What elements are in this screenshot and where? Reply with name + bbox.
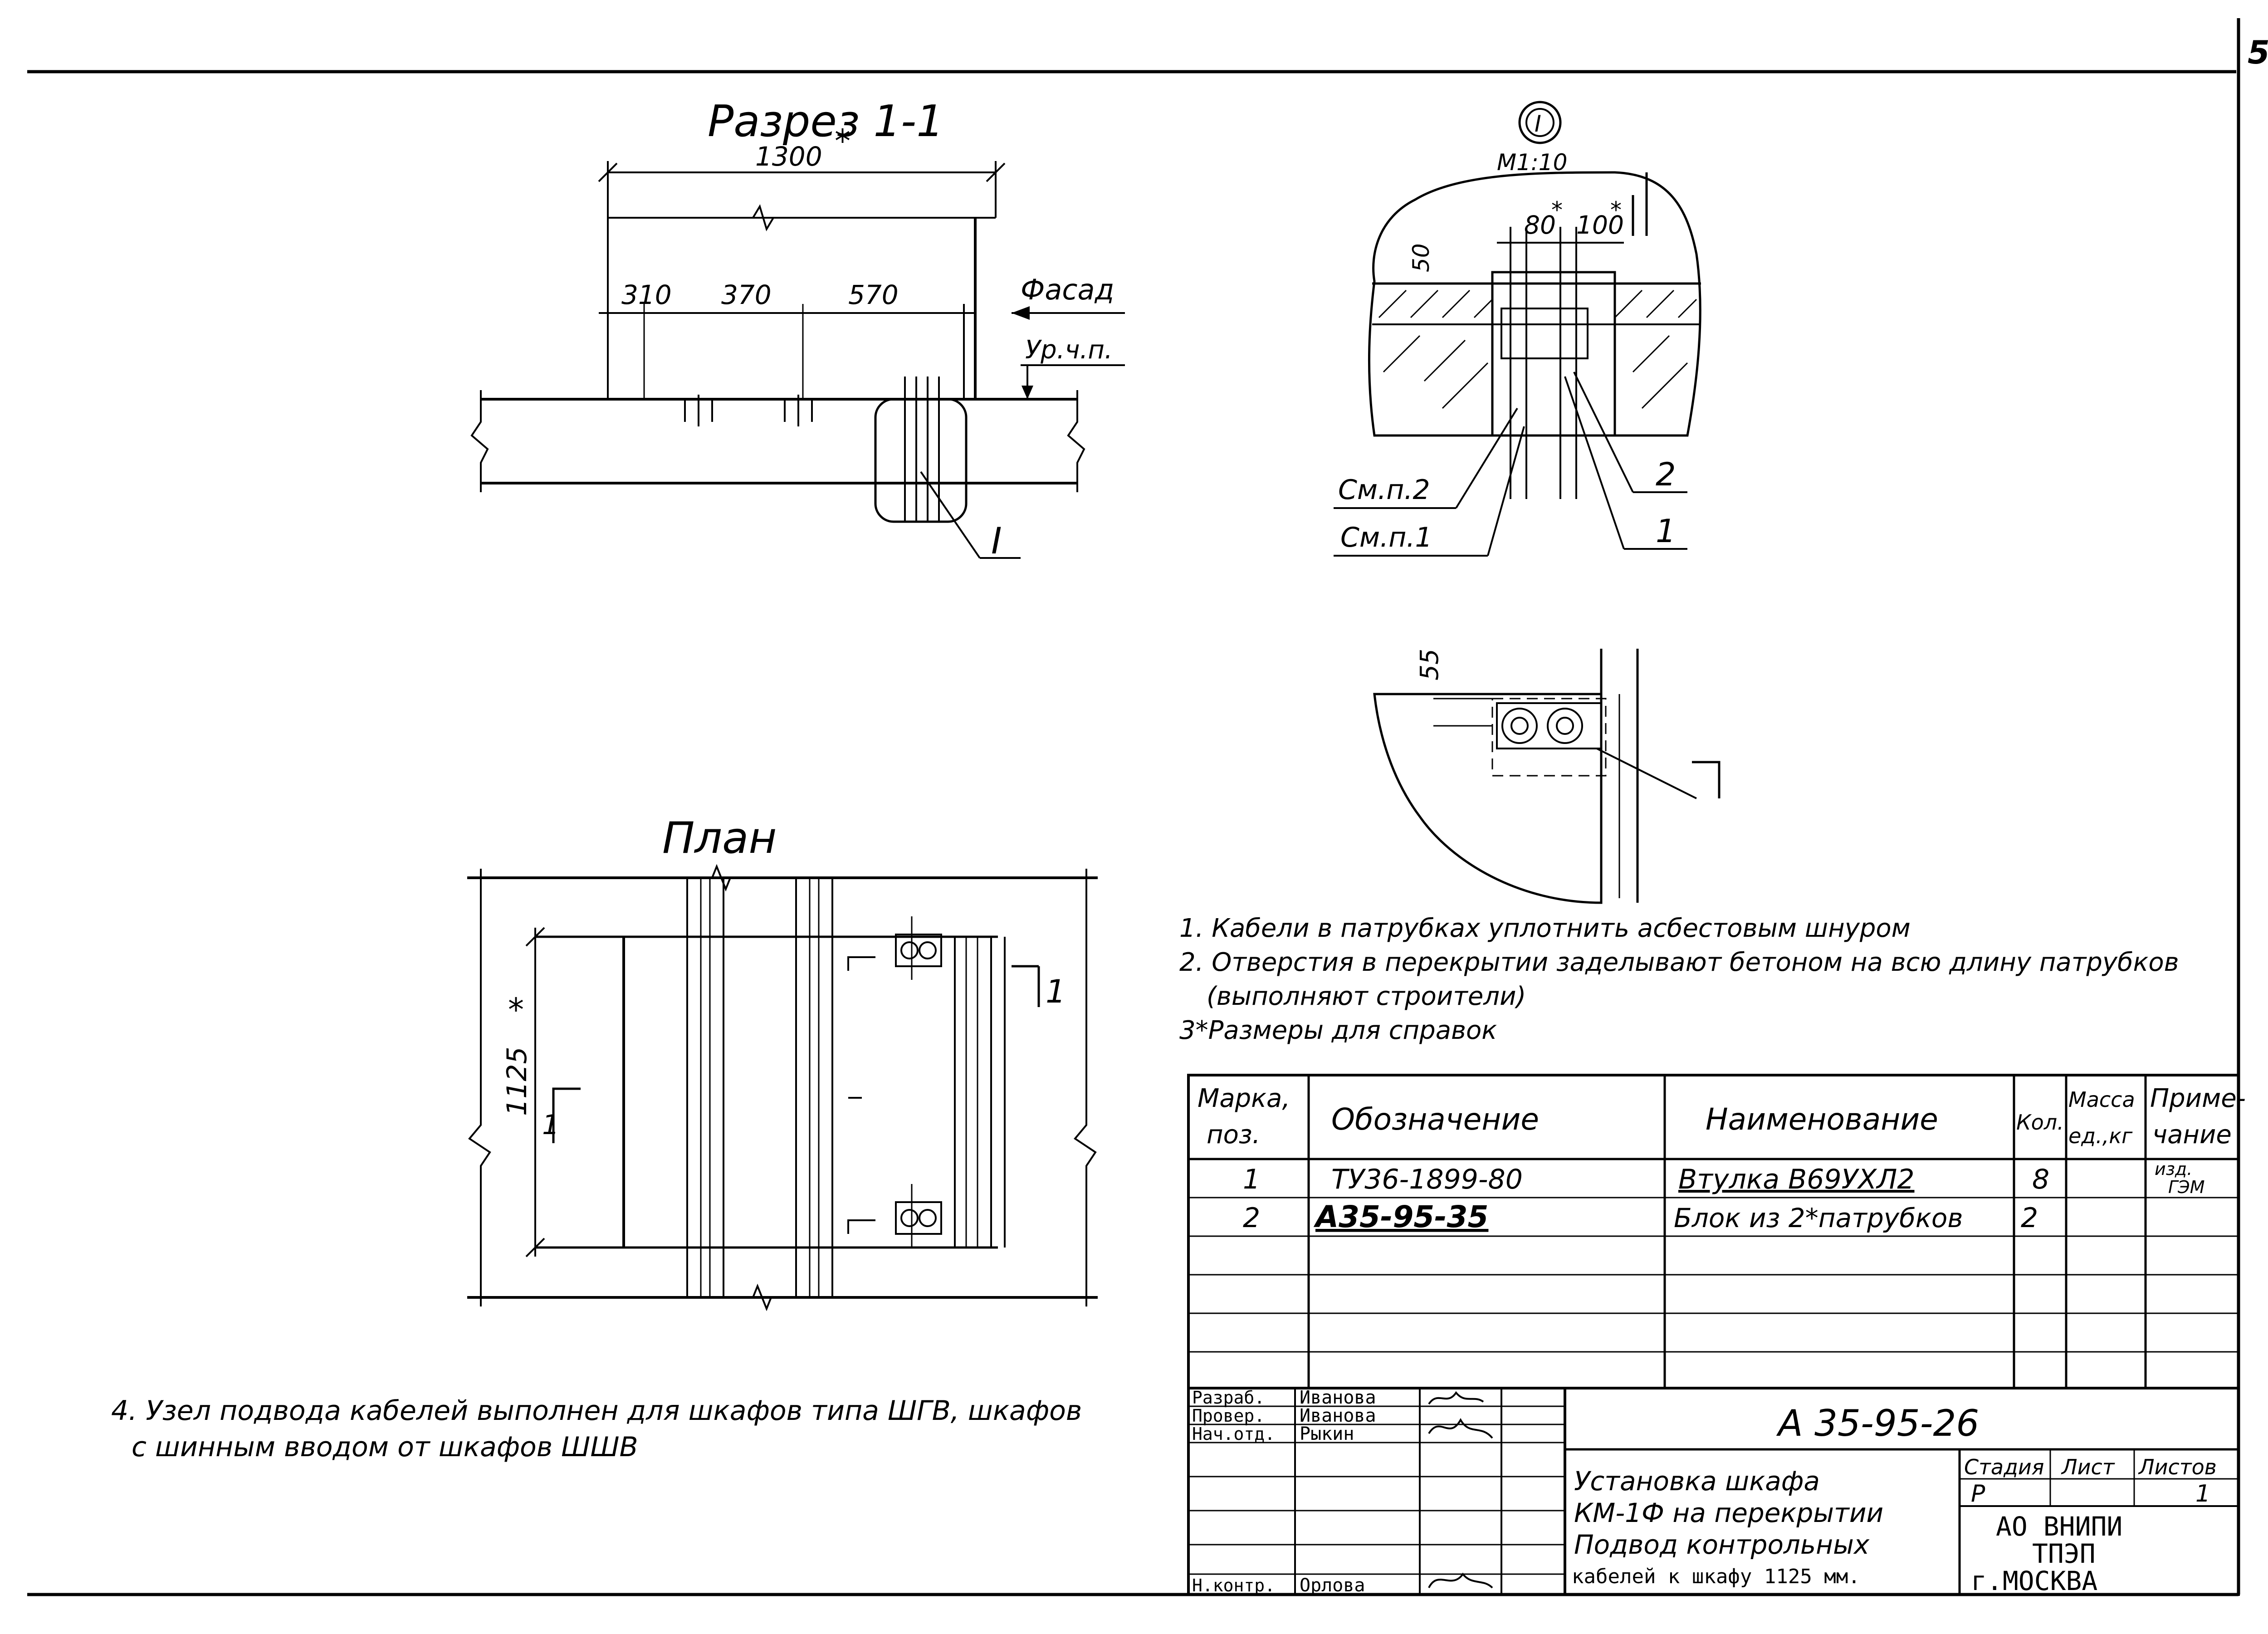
plan-view: План 1125 bbox=[467, 813, 1098, 1311]
person-developer: Иванова bbox=[1300, 1387, 1376, 1408]
row1-mark: 1 bbox=[1243, 1164, 1260, 1195]
row2-name: Блок из 2*патрубков bbox=[1674, 1203, 1963, 1233]
person-checker: Иванова bbox=[1300, 1405, 1376, 1426]
detail-pos-2: 2 bbox=[1656, 456, 1676, 493]
row1-note-1: изд. bbox=[2155, 1159, 2192, 1179]
spec-table: Марка, поз. Обозначение Наименование Кол… bbox=[1187, 1074, 2246, 1389]
page-number: 50 bbox=[2248, 34, 2268, 71]
note-4-line-2: с шинным вводом от шкафов ШШВ bbox=[132, 1431, 638, 1463]
person-norm-control: Орлова bbox=[1300, 1575, 1365, 1596]
role-checker: Провер. bbox=[1192, 1406, 1265, 1426]
row1-designation: ТУ36-1899-80 bbox=[1331, 1164, 1523, 1195]
desc-line-2: КМ-1Ф на перекрытии bbox=[1574, 1497, 1883, 1528]
note-1: 1. Кабели в патрубках уплотнить асбестов… bbox=[1179, 914, 1911, 943]
floor-level-label: Ур.ч.п. bbox=[1025, 335, 1113, 365]
plan-title: План bbox=[662, 813, 777, 863]
hdr-designation: Обозначение bbox=[1331, 1102, 1539, 1137]
org-line-1: АО ВНИПИ bbox=[1996, 1511, 2122, 1542]
role-norm-control: Н.контр. bbox=[1192, 1575, 1275, 1595]
plan-detail-view: 55 bbox=[1373, 649, 1721, 904]
note-4-line-1: 4. Узел подвода кабелей выполнен для шка… bbox=[111, 1395, 1082, 1427]
row2-mark: 2 bbox=[1243, 1202, 1260, 1234]
desc-line-3: Подвод контрольных bbox=[1574, 1529, 1870, 1560]
section-1-1-view: Разрез 1-1 1300 * 310 370 570 Фасад Ур.ч… bbox=[470, 97, 1125, 562]
hdr-mark-1: Марка, bbox=[1198, 1084, 1290, 1113]
notes-block: 1. Кабели в патрубках уплотнить асбестов… bbox=[1179, 914, 2179, 1045]
hdr-mass-1: Масса bbox=[2068, 1087, 2135, 1112]
ref-see-2: См.п.2 bbox=[1338, 474, 1430, 506]
section-dim-2: 370 bbox=[721, 279, 772, 310]
hdr-note-1: Приме- bbox=[2150, 1084, 2246, 1113]
detail-pos-1: 1 bbox=[1656, 513, 1676, 550]
plan-detail-dim: 55 bbox=[1415, 649, 1444, 680]
role-developer: Разраб. bbox=[1192, 1388, 1265, 1408]
row1-note-2: ГЭМ bbox=[2168, 1177, 2205, 1197]
sheets-value: 1 bbox=[2195, 1480, 2210, 1507]
detail-dim-1: 80 bbox=[1524, 210, 1556, 240]
section-dim-star: * bbox=[835, 122, 850, 160]
sheets-label: Листов bbox=[2138, 1455, 2217, 1479]
section-dim-3: 570 bbox=[848, 279, 899, 310]
sheet-label: Лист bbox=[2061, 1455, 2115, 1479]
plan-dim-1125: 1125 bbox=[501, 1047, 533, 1116]
concrete-hatch bbox=[1378, 289, 1697, 409]
plan-dim-star: * bbox=[508, 991, 524, 1028]
detail-marker: I bbox=[1535, 111, 1541, 137]
signature-1 bbox=[1428, 1391, 1484, 1405]
stage-label: Стадия bbox=[1964, 1455, 2044, 1479]
hdr-note-2: чание bbox=[2152, 1120, 2232, 1150]
hdr-mass-2: ед.,кг bbox=[2068, 1124, 2133, 1148]
person-head: Рыкин bbox=[1300, 1424, 1354, 1444]
desc-line-1: Установка шкафа bbox=[1574, 1466, 1820, 1497]
signature-3 bbox=[1428, 1572, 1493, 1589]
section-dim-total: 1300 bbox=[755, 141, 822, 172]
facade-label: Фасад bbox=[1021, 273, 1114, 306]
detail-dim-2: 100 bbox=[1576, 210, 1624, 240]
ref-see-1: См.п.1 bbox=[1340, 522, 1432, 553]
note-4-block: 4. Узел подвода кабелей выполнен для шка… bbox=[111, 1395, 1082, 1463]
hdr-qty: Кол. bbox=[2016, 1110, 2064, 1135]
detail-dim-2-star: * bbox=[1610, 197, 1622, 223]
node-marker: I bbox=[991, 520, 1002, 562]
role-head: Нач.отд. bbox=[1192, 1424, 1275, 1444]
sheet-frame: 50 bbox=[27, 18, 2268, 1596]
detail-dim-vertical: 50 bbox=[1408, 243, 1434, 272]
detail-scale: М1:10 bbox=[1497, 149, 1567, 176]
hdr-name: Наименование bbox=[1706, 1102, 1938, 1137]
row1-name: Втулка В69УХЛ2 bbox=[1678, 1164, 1915, 1195]
note-3: 3*Размеры для справок bbox=[1179, 1016, 1497, 1045]
stage-value: Р bbox=[1971, 1480, 1985, 1507]
detail-I-view: I М1:10 80 * bbox=[1334, 101, 1701, 557]
section-dim-1: 310 bbox=[621, 279, 672, 310]
plan-cut-right: 1 bbox=[1046, 973, 1066, 1010]
desc-line-4: кабелей к шкафу 1125 мм. bbox=[1572, 1565, 1860, 1588]
section-title: Разрез 1-1 bbox=[708, 97, 944, 147]
org-line-2: ТПЭП bbox=[2032, 1538, 2096, 1569]
document-code: А 35-95-26 bbox=[1776, 1402, 1979, 1444]
hdr-mark-2: поз. bbox=[1207, 1120, 1260, 1150]
row1-qty: 8 bbox=[2032, 1164, 2049, 1195]
row2-qty: 2 bbox=[2021, 1202, 2038, 1234]
row2-designation: А35-95-35 bbox=[1313, 1199, 1488, 1234]
detail-dim-1-star: * bbox=[1551, 197, 1563, 223]
title-block: Разраб. Провер. Нач.отд. Н.контр. Иванов… bbox=[1187, 1387, 2240, 1596]
signature-2 bbox=[1428, 1418, 1493, 1439]
plan-cut-left: 1 bbox=[542, 1109, 559, 1141]
note-2: 2. Отверстия в перекрытии заделывают бет… bbox=[1179, 948, 2179, 977]
note-2-cont: (выполняют строители) bbox=[1207, 982, 1526, 1011]
org-line-3: г.МОСКВА bbox=[1971, 1566, 2097, 1596]
